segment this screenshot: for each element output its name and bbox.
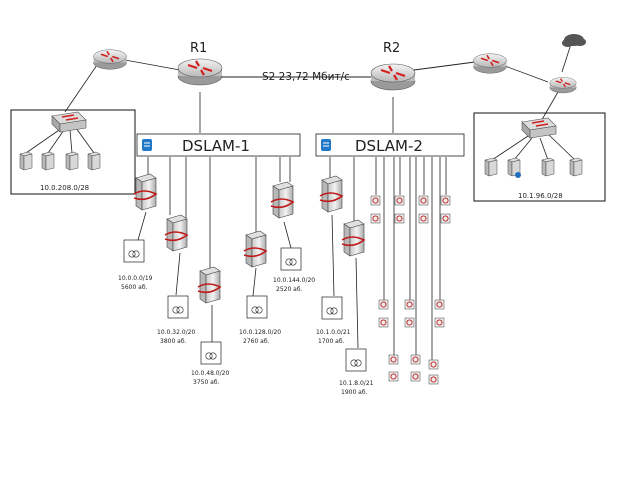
modem-icon [378, 299, 389, 310]
server-host-icon [87, 151, 101, 171]
dslam-2-label: DSLAM-2 [355, 137, 423, 155]
router-r1-label: R1 [190, 41, 207, 56]
modem-icon [428, 374, 439, 385]
cloud-icon [562, 34, 586, 47]
router-r2-icon [369, 62, 417, 92]
server-host-icon [541, 157, 555, 177]
modem-icon [434, 299, 445, 310]
subscriber-box-icon [123, 239, 145, 263]
subscriber-count: 5600 аб. [121, 284, 148, 291]
server-tower-icon [243, 230, 267, 268]
modem-icon [410, 371, 421, 382]
subscriber-group-1: 10.0.0.0/19 5600 аб. [118, 275, 153, 291]
subscriber-group-3: 10.0.48.0/20 3750 аб. [191, 370, 229, 386]
router-r1-icon [176, 57, 224, 87]
server-host-icon [19, 151, 33, 171]
server-tower-icon [197, 266, 221, 304]
router-far-right-icon [549, 76, 577, 94]
subscriber-net: 10.0.144.0/20 [273, 277, 315, 284]
subscriber-count: 2520 аб. [276, 286, 303, 293]
subscriber-count: 2760 аб. [243, 338, 270, 345]
modem-icon [404, 317, 415, 328]
subscriber-box-icon [246, 295, 268, 319]
dslam-2-icon [321, 139, 331, 151]
subscriber-box-icon [167, 295, 189, 319]
right-lan-frame [473, 112, 606, 202]
server-host-icon [569, 157, 583, 177]
modem-icon [378, 317, 389, 328]
router-r2-label: R2 [383, 41, 400, 56]
globe-icon [515, 172, 521, 178]
subscriber-net: 10.1.8.0/21 [339, 380, 374, 387]
switch-right-icon [521, 117, 557, 139]
modem-icon [440, 213, 451, 224]
modem-icon [410, 354, 421, 365]
modem-icon [388, 371, 399, 382]
left-lan-subnet: 10.0.208.0/28 [40, 184, 89, 192]
server-host-icon [41, 151, 55, 171]
modem-icon [418, 213, 429, 224]
subscriber-count: 1700 аб. [318, 338, 345, 345]
subscriber-count: 3800 аб. [160, 338, 187, 345]
modem-icon [434, 317, 445, 328]
subscriber-box-icon [200, 341, 222, 365]
modem-icon [370, 213, 381, 224]
dslam-1-label: DSLAM-1 [182, 137, 250, 155]
subscriber-net: 10.0.128.0/20 [239, 329, 281, 336]
subscriber-box-icon [321, 296, 343, 320]
subscriber-group-2: 10.0.32.0/20 3800 аб. [157, 329, 195, 345]
dslam-1-icon [142, 139, 152, 151]
link-r1-r2-label: S2 23,72 Мбит/с [262, 71, 350, 83]
modem-icon [418, 195, 429, 206]
subscriber-count: 3750 аб. [193, 379, 220, 386]
subscriber-net: 10.0.0.0/19 [118, 275, 153, 282]
left-lan-frame [10, 109, 136, 195]
subscriber-group-6: 10.1.0.0/21 1700 аб. [316, 329, 351, 345]
server-tower-icon [164, 214, 188, 252]
switch-left-icon [51, 111, 87, 133]
modem-icon [388, 354, 399, 365]
subscriber-box-icon [280, 247, 302, 271]
subscriber-count: 1900 аб. [341, 389, 368, 396]
dslam-1: DSLAM-1 [136, 133, 301, 157]
right-lan-subnet: 10.1.96.0/28 [518, 192, 563, 200]
modem-icon [370, 195, 381, 206]
router-upper-left-icon [92, 48, 128, 71]
links-layer [25, 46, 576, 360]
subscriber-group-5: 10.0.144.0/20 2520 аб. [273, 277, 315, 293]
subscriber-box-icon [345, 348, 367, 372]
subscriber-net: 10.0.48.0/20 [191, 370, 229, 377]
subscriber-group-7: 10.1.8.0/21 1900 аб. [339, 380, 374, 396]
modem-icon [394, 213, 405, 224]
modem-icon [428, 359, 439, 370]
dslam-2: DSLAM-2 [315, 133, 465, 157]
subscriber-net: 10.0.32.0/20 [157, 329, 195, 336]
server-tower-icon [341, 219, 365, 257]
subscriber-group-4: 10.0.128.0/20 2760 аб. [239, 329, 281, 345]
server-tower-icon [319, 175, 343, 213]
modem-icon [404, 299, 415, 310]
server-host-icon [484, 157, 498, 177]
subscriber-net: 10.1.0.0/21 [316, 329, 351, 336]
router-upper-right-icon [472, 52, 508, 75]
modem-icon [394, 195, 405, 206]
server-tower-icon [270, 181, 294, 219]
server-tower-icon [133, 173, 157, 211]
modem-icon [440, 195, 451, 206]
server-host-icon [65, 151, 79, 171]
